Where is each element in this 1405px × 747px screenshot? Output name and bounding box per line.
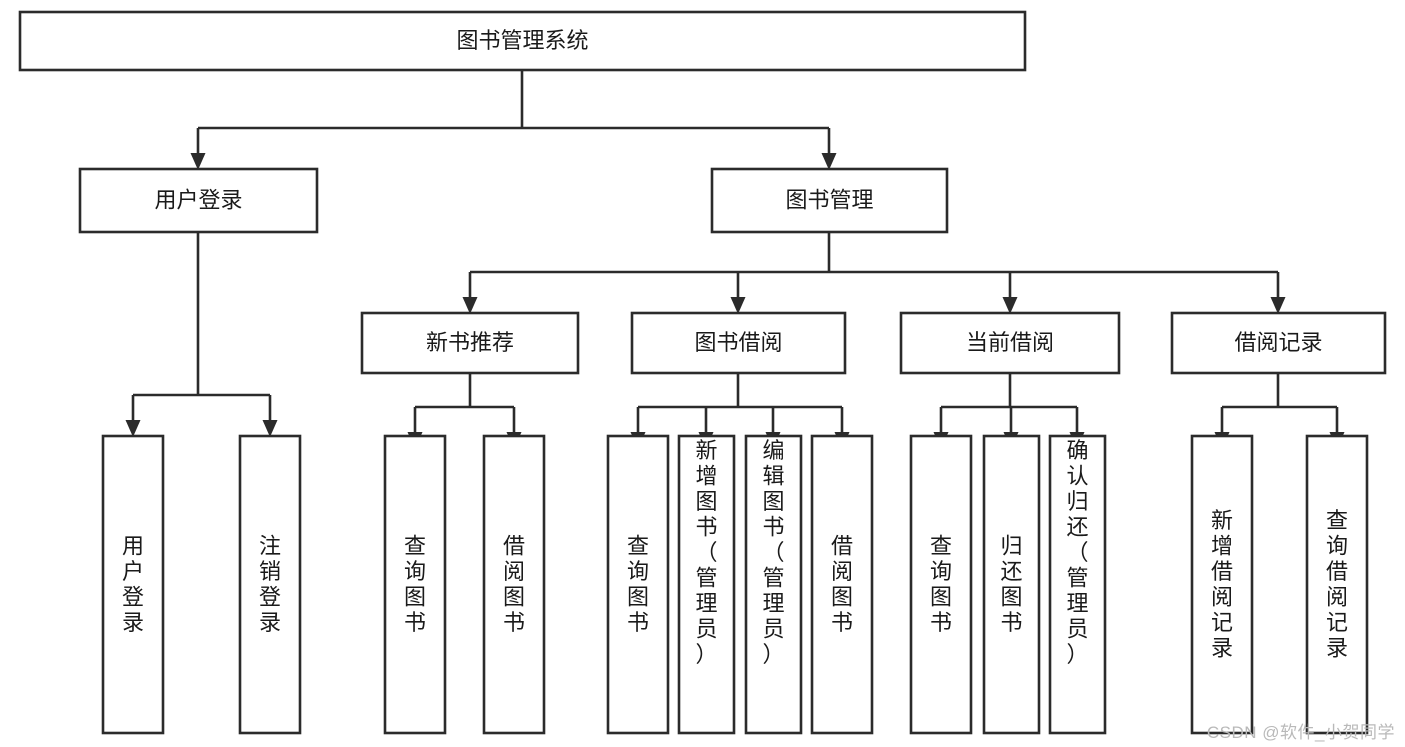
node-leaf-borrow-book-label: 借阅图书 (831, 533, 853, 635)
node-user-login[interactable]: 用户登录 (78, 167, 319, 234)
node-leaf-add-book[interactable]: 新增图书（管理员） (677, 434, 736, 735)
node-layer: 图书管理系统用户登录图书管理新书推荐图书借阅当前借阅借阅记录用户登录注销登录查询… (18, 10, 1387, 735)
node-book-borrow[interactable]: 图书借阅 (630, 311, 847, 375)
node-leaf-query-book-rec-label: 查询图书 (404, 533, 426, 635)
node-borrow-record-box (1170, 311, 1387, 375)
node-new-book-rec-box (360, 311, 580, 375)
node-root-system-label: 图书管理系统 (456, 28, 588, 53)
node-current-borrow[interactable]: 当前借阅 (899, 311, 1121, 375)
node-root-system-box (18, 10, 1027, 72)
node-leaf-add-book-label: 新增图书（管理员） (695, 438, 717, 667)
connector-layer (125, 70, 1345, 449)
node-leaf-borrow-book[interactable]: 借阅图书 (810, 434, 874, 735)
node-book-borrow-label: 图书借阅 (694, 330, 782, 355)
node-user-login-box (78, 167, 319, 234)
node-leaf-query-book-borrow-label: 查询图书 (627, 533, 649, 635)
node-leaf-user-login[interactable]: 用户登录 (101, 434, 165, 735)
node-user-login-label: 用户登录 (154, 187, 242, 212)
connector-root-to-level2 (190, 70, 837, 170)
node-leaf-query-record-label: 查询借阅记录 (1326, 508, 1348, 661)
node-new-book-rec-label: 新书推荐 (426, 330, 514, 355)
node-leaf-query-book-rec[interactable]: 查询图书 (383, 434, 447, 735)
node-leaf-borrow-book-rec-box (482, 434, 546, 735)
node-leaf-query-book-cur-box (909, 434, 973, 735)
node-leaf-borrow-book-box (810, 434, 874, 735)
node-leaf-user-login-box (101, 434, 165, 735)
node-leaf-borrow-book-rec-label: 借阅图书 (503, 533, 525, 635)
node-leaf-user-logout[interactable]: 注销登录 (238, 434, 302, 735)
node-book-manage[interactable]: 图书管理 (710, 167, 949, 234)
node-leaf-confirm-return[interactable]: 确认归还（管理员） (1048, 434, 1107, 735)
node-current-borrow-box (899, 311, 1121, 375)
node-borrow-record[interactable]: 借阅记录 (1170, 311, 1387, 375)
connector-book-manage-to-level3 (462, 232, 1286, 314)
node-leaf-user-logout-label: 注销登录 (259, 533, 281, 635)
node-book-borrow-box (630, 311, 847, 375)
node-leaf-edit-book-box (744, 434, 803, 735)
node-leaf-borrow-book-rec[interactable]: 借阅图书 (482, 434, 546, 735)
node-leaf-query-book-borrow[interactable]: 查询图书 (606, 434, 670, 735)
node-leaf-return-book-box (982, 434, 1041, 735)
node-leaf-return-book-label: 归还图书 (1000, 533, 1022, 635)
node-book-manage-label: 图书管理 (785, 187, 873, 212)
node-borrow-record-label: 借阅记录 (1234, 330, 1322, 355)
node-leaf-add-record-box (1190, 434, 1254, 735)
node-leaf-edit-book[interactable]: 编辑图书（管理员） (744, 434, 803, 735)
node-leaf-confirm-return-box (1048, 434, 1107, 735)
node-leaf-query-book-cur[interactable]: 查询图书 (909, 434, 973, 735)
node-leaf-query-record[interactable]: 查询借阅记录 (1305, 434, 1369, 735)
node-leaf-query-book-cur-label: 查询图书 (930, 533, 952, 635)
node-leaf-confirm-return-label: 确认归还（管理员） (1066, 438, 1088, 667)
node-leaf-return-book[interactable]: 归还图书 (982, 434, 1041, 735)
node-current-borrow-label: 当前借阅 (966, 330, 1054, 355)
node-leaf-add-record[interactable]: 新增借阅记录 (1190, 434, 1254, 735)
node-leaf-user-logout-box (238, 434, 302, 735)
node-leaf-edit-book-label: 编辑图书（管理员） (762, 438, 784, 667)
node-root-system[interactable]: 图书管理系统 (18, 10, 1027, 72)
connector-user-login-to-leaves (125, 232, 278, 437)
node-leaf-query-book-borrow-box (606, 434, 670, 735)
node-leaf-add-book-box (677, 434, 736, 735)
node-leaf-add-record-label: 新增借阅记录 (1211, 508, 1233, 661)
node-leaf-query-record-box (1305, 434, 1369, 735)
node-book-manage-box (710, 167, 949, 234)
node-new-book-rec[interactable]: 新书推荐 (360, 311, 580, 375)
node-leaf-user-login-label: 用户登录 (122, 533, 144, 635)
node-leaf-query-book-rec-box (383, 434, 447, 735)
